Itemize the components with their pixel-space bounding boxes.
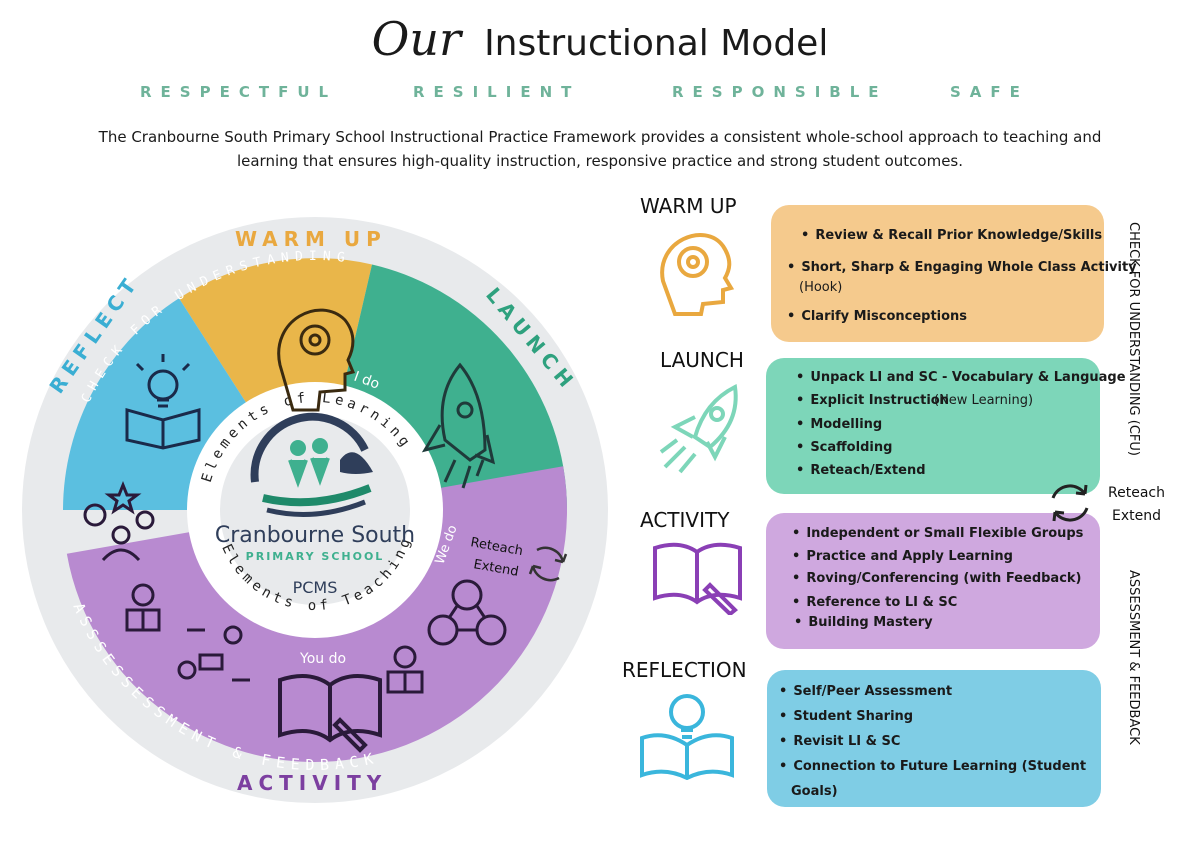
launch-item: Unpack LI and SC - Vocabulary & Language xyxy=(796,370,1125,385)
intro-line-1: The Cranbourne South Primary School Inst… xyxy=(98,128,1102,146)
reteach-extend-label: Reteach Extend xyxy=(1108,482,1165,528)
label-warm-up: WARM UP xyxy=(235,227,387,251)
launch-item: Scaffolding xyxy=(796,440,892,455)
launch-item: Explicit Instruction xyxy=(796,393,949,408)
title-script: Our xyxy=(371,12,461,66)
launch-item: Modelling xyxy=(796,417,882,432)
box-activity: Independent or Small Flexible Groups Pra… xyxy=(766,513,1100,649)
value-safe: SAFE xyxy=(950,83,1029,101)
activity-item: Building Mastery xyxy=(794,615,932,630)
pcms-label: PCMS xyxy=(293,578,338,597)
warm-up-item: Short, Sharp & Engaging Whole Class Acti… xyxy=(787,260,1136,275)
value-respectful: RESPECTFUL xyxy=(140,83,338,101)
network-people-icon xyxy=(427,579,507,646)
person-reading-icon xyxy=(125,583,161,632)
rocket-icon xyxy=(659,383,738,474)
school-subtitle: PRIMARY SCHOOL xyxy=(246,550,385,563)
warm-up-note: (Hook) xyxy=(799,280,843,295)
reflection-item: Student Sharing xyxy=(779,709,913,724)
value-resilient: RESILIENT xyxy=(413,83,581,101)
reflection-item: Revisit LI & SC xyxy=(779,734,900,749)
intro-text: The Cranbourne South Primary School Inst… xyxy=(60,125,1140,173)
section-title-launch: LAUNCH xyxy=(660,348,744,372)
reteach-label: Reteach xyxy=(1108,485,1165,501)
launch-item: Reteach/Extend xyxy=(796,463,925,478)
section-title-activity: ACTIVITY xyxy=(640,508,730,532)
value-responsible: RESPONSIBLE xyxy=(672,83,888,101)
conversation-icon xyxy=(177,625,250,682)
instructional-wheel: CHECK FOR UNDERSTANDING ASSSESSESSMENT &… xyxy=(22,217,608,803)
student-reading-icon xyxy=(386,645,424,694)
activity-item: Reference to LI & SC xyxy=(792,595,957,610)
box-warm-up: Review & Recall Prior Knowledge/Skills S… xyxy=(771,205,1137,342)
label-you-do: You do xyxy=(299,651,346,667)
reflection-item: Connection to Future Learning (Student xyxy=(779,759,1086,774)
launch-note: (New Learning) xyxy=(934,393,1034,408)
open-book-pencil-icon xyxy=(278,674,382,753)
side-label-cfu: CHECK FOR UNDERSTANDING (CFU) xyxy=(1126,222,1141,456)
cycle-arrows-icon xyxy=(528,546,568,582)
brain-head-icon xyxy=(277,308,356,412)
box-launch: Unpack LI and SC - Vocabulary & Language… xyxy=(766,358,1126,494)
warm-up-item: Clarify Misconceptions xyxy=(787,309,967,324)
side-label-assessment: ASSESSMENT & FEEDBACK xyxy=(1126,570,1141,745)
section-title-warm-up: WARM UP xyxy=(640,194,737,218)
intro-line-2: learning that ensures high-quality instr… xyxy=(236,152,964,170)
open-book-pencil-icon xyxy=(653,542,742,615)
title-main: Instructional Model xyxy=(484,23,829,64)
activity-item: Independent or Small Flexible Groups xyxy=(792,526,1083,541)
reflection-item-continued: Goals) xyxy=(791,784,838,799)
rocket-icon xyxy=(421,362,496,489)
cycle-arrows-icon xyxy=(1051,484,1089,522)
brain-head-icon xyxy=(660,233,735,316)
extend-label: Extend xyxy=(1111,508,1161,524)
reflection-item: Self/Peer Assessment xyxy=(779,684,952,699)
school-name: Cranbourne South xyxy=(215,523,415,548)
ideas-person-icon xyxy=(83,480,155,562)
section-title-reflection: REFLECTION xyxy=(622,658,747,682)
activity-item: Practice and Apply Learning xyxy=(792,549,1013,564)
school-logo xyxy=(250,412,373,517)
warm-up-item: Review & Recall Prior Knowledge/Skills xyxy=(801,228,1102,243)
book-lightbulb-icon xyxy=(640,694,734,780)
activity-item: Roving/Conferencing (with Feedback) xyxy=(792,571,1081,586)
box-reflection: Self/Peer Assessment Student Sharing Rev… xyxy=(767,670,1101,807)
school-values: RESPECTFUL RESILIENT RESPONSIBLE SAFE xyxy=(0,83,1200,103)
page-title: Our Instructional Model xyxy=(0,12,1200,66)
book-lightbulb-icon xyxy=(125,354,201,450)
label-activity: ACTIVITY xyxy=(237,771,387,795)
